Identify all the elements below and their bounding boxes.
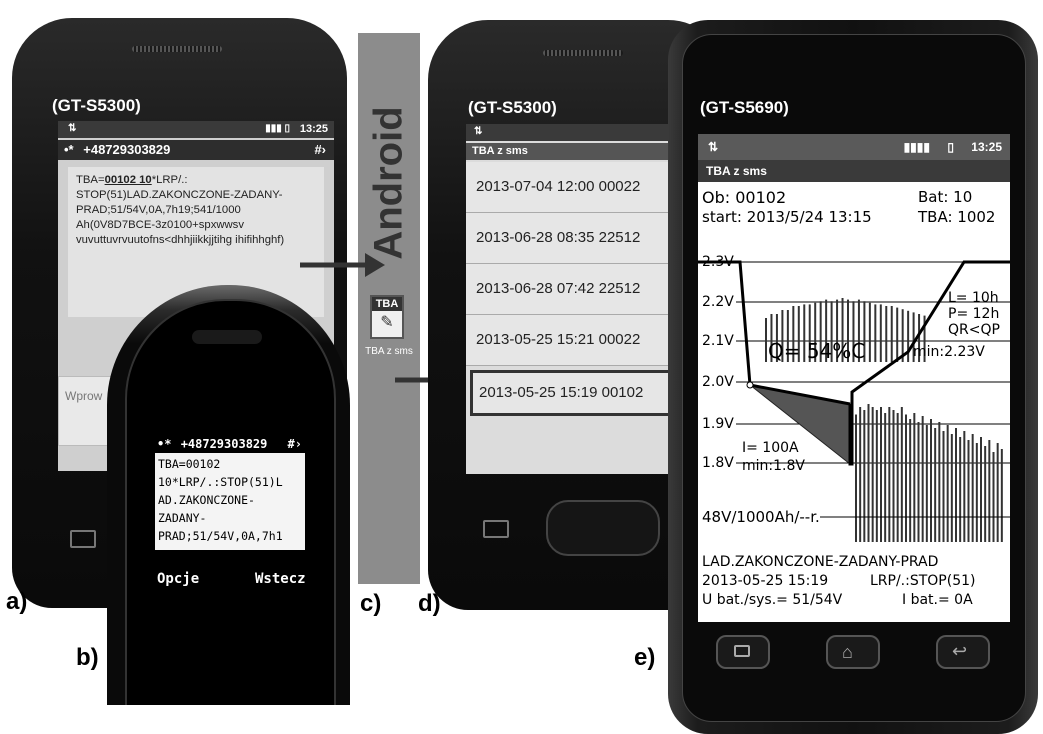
min-point bbox=[746, 381, 754, 389]
panel-label-e: e) bbox=[634, 644, 656, 671]
ytick-label: 2.1V bbox=[702, 333, 734, 349]
sender-number: +48729303829 bbox=[180, 437, 268, 451]
ytick-label: 1.8V bbox=[702, 455, 734, 471]
min-upper: min:2.23V bbox=[913, 344, 985, 360]
datetime: 2013-05-25 15:19 bbox=[702, 573, 829, 589]
app-title-bar: TBA z sms bbox=[466, 143, 716, 160]
signal-icon: ▮▮▮▮ bbox=[903, 140, 930, 154]
phone-model-label: (GT-S5300) bbox=[468, 98, 557, 117]
back-button[interactable]: ↩ bbox=[936, 635, 990, 669]
panel-label-a: a) bbox=[6, 588, 28, 615]
arrow-a-to-android bbox=[300, 253, 385, 277]
ytick-label: 2.0V bbox=[702, 374, 734, 390]
i-bat: I bat.= 0A bbox=[902, 592, 973, 608]
android-strip: Android TBA ✎ TBA z sms bbox=[358, 33, 420, 584]
panel-label-d: d) bbox=[418, 590, 441, 617]
speaker-grille bbox=[543, 50, 623, 56]
min-lower: min:1.8V bbox=[742, 458, 805, 474]
start-time: start: 2013/5/24 13:15 bbox=[702, 208, 872, 226]
phone-e: (GT-S5690) ⇅ ▮▮▮▮ ▯ 13:25 TBA z sms Ob: … bbox=[668, 20, 1038, 734]
tba-value: TBA: 1002 bbox=[918, 208, 996, 226]
charge-q: Q= 54%C bbox=[768, 339, 866, 363]
status-bar: ⇅ ▮▮▮ ▯ 13:25 bbox=[58, 121, 334, 138]
phone-a-screen: ⇅ ▮▮▮ ▯ 13:25 •* +48729303829 #› TBA=001… bbox=[58, 121, 334, 471]
tba-app-glyph-icon: ✎ bbox=[380, 314, 394, 331]
sms-header: •* +48729303829 #› bbox=[155, 435, 305, 453]
phone-model-label: (GT-S5300) bbox=[52, 96, 141, 115]
phone-b: •* +48729303829 #› TBA=00102 10*LRP/.:ST… bbox=[107, 285, 350, 705]
home-icon: ⌂ bbox=[842, 642, 853, 662]
softkey-back[interactable]: Wstecz bbox=[255, 571, 306, 587]
battery-spec: 48V/1000Ah/--r. bbox=[702, 508, 820, 526]
sms-id-highlight: 00102 10 bbox=[104, 174, 152, 186]
object-id: Ob: 00102 bbox=[702, 188, 787, 207]
ytick-label: 2.3V bbox=[702, 254, 734, 270]
voltage-line bbox=[848, 260, 1010, 466]
signal-icon: ▮▮▮ ▯ bbox=[265, 123, 290, 134]
phone-model-label: (GT-S5690) bbox=[700, 98, 789, 117]
home-button[interactable]: ⌂ bbox=[826, 635, 880, 669]
status-text: LAD.ZAKONCZONE-ZADANY-PRAD bbox=[702, 554, 939, 570]
menu-key-icon[interactable] bbox=[483, 520, 509, 538]
contact-icon: •* bbox=[64, 142, 74, 157]
more-icon: #› bbox=[314, 142, 326, 157]
phone-e-screen: ⇅ ▮▮▮▮ ▯ 13:25 TBA z sms Ob: 00102 Bat: … bbox=[698, 134, 1010, 622]
current-value: I= 100A bbox=[742, 440, 799, 456]
charge-qr: QR<QP bbox=[948, 322, 1000, 338]
menu-key-icon[interactable] bbox=[70, 530, 96, 548]
sms-header: •* +48729303829 #› bbox=[58, 140, 334, 160]
phone-b-screen: •* +48729303829 #› TBA=00102 10*LRP/.:ST… bbox=[155, 435, 305, 550]
status-bar: ⇅ ▮▮▮▮ ▯ 13:25 bbox=[698, 134, 1010, 160]
panel-label-b: b) bbox=[76, 644, 99, 671]
sender-number: +48729303829 bbox=[83, 142, 171, 157]
more-icon: #› bbox=[287, 437, 302, 451]
charge-l: L= 10h bbox=[948, 290, 999, 306]
clock: 13:25 bbox=[299, 123, 328, 135]
menu-button[interactable] bbox=[716, 635, 770, 669]
panel-label-c: c) bbox=[360, 590, 382, 617]
menu-icon bbox=[734, 645, 750, 657]
u-bat: U bat./sys.= 51/54V bbox=[702, 592, 843, 608]
contact-icon: •* bbox=[157, 437, 172, 451]
ytick-label: 1.9V bbox=[702, 416, 734, 432]
voltage-line bbox=[698, 260, 851, 406]
speaker-grille bbox=[132, 46, 222, 52]
back-icon: ↩ bbox=[952, 641, 968, 661]
home-button[interactable] bbox=[546, 500, 660, 556]
app-label: TBA z sms bbox=[365, 346, 413, 357]
ytick-label: 2.2V bbox=[702, 294, 734, 310]
sms-bubble[interactable]: TBA=00102 10*LRP/.: STOP(51)LAD.ZAKONCZO… bbox=[68, 167, 324, 317]
lrp-status: LRP/.:STOP(51) bbox=[870, 573, 976, 589]
voltage-chart bbox=[698, 260, 1010, 542]
app-title-bar: TBA z sms bbox=[698, 160, 1010, 182]
sms-text[interactable]: TBA=00102 10*LRP/.:STOP(51)L AD.ZAKONCZO… bbox=[158, 457, 283, 543]
clock: 13:25 bbox=[971, 140, 1002, 154]
softkey-options[interactable]: Opcje bbox=[157, 571, 200, 587]
charge-p: P= 12h bbox=[948, 306, 1000, 322]
battery-count: Bat: 10 bbox=[918, 188, 973, 206]
battery-icon: ▯ bbox=[947, 140, 954, 154]
tba-app-icon[interactable]: TBA ✎ bbox=[370, 295, 404, 339]
